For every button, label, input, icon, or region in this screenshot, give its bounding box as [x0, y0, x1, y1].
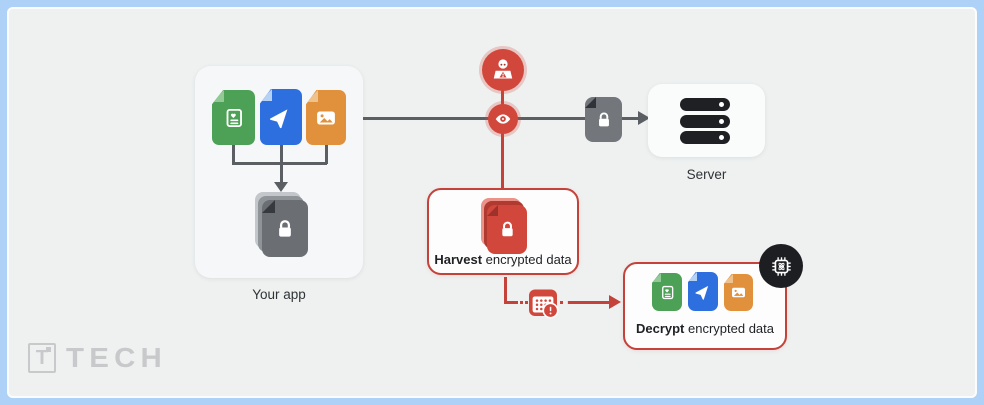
harvest-label: Harvest encrypted data	[434, 252, 572, 267]
delay-dotted-line	[515, 301, 528, 304]
arrow-right-icon	[638, 111, 650, 125]
decrypt-label: Decrypt encrypted data	[635, 321, 775, 336]
encrypted-file-icon	[585, 97, 622, 142]
navigation-file-icon	[688, 272, 718, 311]
arrow-down-icon	[274, 182, 288, 192]
contact-file-icon	[212, 90, 255, 145]
contact-file-icon	[652, 273, 682, 311]
tech-logo-box: T	[28, 343, 56, 373]
interception-eye-icon	[488, 104, 518, 134]
delay-dotted-line	[560, 301, 571, 304]
tech-logo-text: TECH	[66, 342, 168, 373]
tech-logo: T TECH	[28, 342, 162, 374]
delay-line	[571, 301, 611, 304]
server-label: Server	[686, 167, 727, 182]
photo-file-icon	[724, 274, 753, 311]
connector-line	[280, 145, 283, 164]
connector-line	[280, 162, 283, 183]
arrow-right-red-icon	[609, 295, 621, 309]
connector-line	[325, 145, 328, 164]
diagram-canvas: Your app Server	[7, 7, 977, 398]
encrypted-file-stack-icon	[255, 192, 311, 258]
calendar-wait-icon	[527, 286, 560, 320]
photo-file-icon	[306, 90, 346, 145]
tech-logo-square	[46, 347, 51, 352]
intercept-line	[501, 88, 504, 190]
delay-line	[504, 277, 507, 304]
navigation-file-icon	[260, 89, 302, 145]
connector-line	[232, 162, 327, 165]
hacker-icon	[482, 49, 524, 91]
quantum-chip-icon	[759, 244, 803, 288]
connector-line	[232, 145, 235, 164]
harvested-file-stack-icon	[481, 198, 529, 255]
server-icon	[680, 98, 730, 144]
your-app-label: Your app	[252, 287, 306, 302]
delay-line	[504, 301, 515, 304]
